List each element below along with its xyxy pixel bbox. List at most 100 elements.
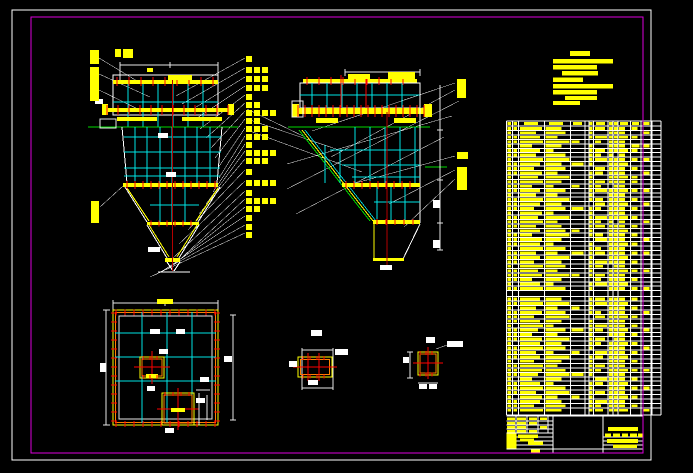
table-header-cell	[596, 122, 605, 126]
table-cell	[545, 404, 566, 408]
table-cell	[507, 328, 511, 332]
table-cell	[589, 391, 593, 394]
table-cell	[545, 233, 570, 237]
callout-label	[254, 134, 260, 140]
table-cell	[595, 297, 605, 301]
table-cell	[589, 306, 593, 310]
table-cell	[507, 319, 511, 323]
note-text-bar	[553, 77, 583, 82]
callout-label	[254, 85, 260, 91]
table-header-cell	[589, 122, 593, 126]
table-cell	[513, 408, 517, 412]
table-cell	[520, 382, 540, 385]
table-cell	[545, 328, 566, 332]
table-cell	[507, 166, 511, 170]
table-header-cell	[620, 122, 628, 126]
note-text-bar	[553, 84, 613, 89]
table-cell	[595, 302, 607, 305]
table-cell	[545, 158, 570, 161]
table-cell	[595, 224, 605, 228]
table-cell	[589, 310, 593, 314]
table-cell	[520, 386, 543, 390]
table-cell	[513, 364, 517, 368]
table-cell	[545, 242, 554, 246]
table-cell	[614, 350, 618, 354]
table-cell	[619, 149, 628, 152]
table-cell	[507, 377, 511, 381]
table-header-cell	[614, 122, 618, 126]
table-cell	[507, 273, 511, 277]
table-cell	[595, 251, 605, 255]
table-cell	[609, 346, 613, 350]
callout-label	[246, 110, 252, 116]
callout-label	[262, 134, 268, 140]
table-cell	[507, 391, 511, 394]
table-cell	[631, 269, 638, 273]
table-cell	[589, 211, 593, 215]
callout-label	[246, 142, 252, 148]
callout-label	[246, 94, 252, 100]
table-cell	[507, 404, 511, 408]
table-cell	[609, 350, 613, 354]
table-cell	[614, 306, 618, 310]
table-cell	[609, 282, 613, 286]
table-cell	[614, 166, 618, 170]
label-block	[388, 72, 415, 79]
table-cell	[520, 135, 540, 139]
table-cell	[520, 273, 542, 277]
table-cell	[520, 297, 540, 301]
table-cell	[520, 220, 543, 224]
note-text-bar	[553, 90, 597, 95]
table-cell	[571, 140, 580, 144]
callout-label	[262, 126, 268, 132]
table-cell	[520, 224, 536, 228]
table-cell	[513, 251, 517, 255]
table-cell	[609, 364, 613, 368]
table-cell	[614, 233, 618, 237]
leader-line	[98, 89, 143, 112]
callout-label	[262, 67, 268, 73]
table-cell	[545, 269, 558, 273]
table-cell	[589, 215, 593, 219]
table-cell	[609, 408, 613, 412]
callout-label	[262, 158, 268, 164]
table-cell	[595, 260, 607, 264]
table-cell	[595, 220, 601, 224]
table-cell	[520, 278, 532, 282]
table-cell	[619, 278, 625, 282]
table-cell	[589, 333, 593, 336]
table-cell	[631, 158, 638, 161]
table-cell	[619, 302, 628, 305]
table-cell	[520, 395, 542, 399]
titleblock-text	[507, 430, 515, 433]
table-cell	[609, 386, 613, 390]
table-cell	[595, 310, 601, 314]
table-cell	[609, 278, 613, 282]
table-cell	[619, 355, 628, 359]
table-cell	[619, 202, 628, 206]
table-cell	[520, 310, 542, 314]
titleblock-text	[529, 421, 537, 425]
leader-line	[286, 115, 453, 165]
table-cell	[631, 297, 638, 301]
table-cell	[545, 399, 562, 403]
table-cell	[520, 324, 543, 328]
table-cell	[507, 287, 511, 290]
callout-label-column	[246, 56, 276, 238]
table-cell	[595, 399, 607, 403]
table-cell	[545, 193, 558, 197]
table-cell	[513, 269, 517, 273]
table-cell	[589, 247, 593, 250]
label-block	[123, 49, 133, 58]
table-cell	[545, 287, 566, 290]
table-cell	[513, 220, 517, 224]
table-cell	[643, 346, 650, 350]
table-cell	[507, 342, 511, 345]
table-cell	[513, 346, 517, 350]
table-cell	[545, 184, 554, 188]
table-cell	[520, 264, 543, 268]
table-cell	[609, 247, 613, 250]
table-cell	[507, 211, 511, 215]
table-cell	[545, 319, 562, 323]
